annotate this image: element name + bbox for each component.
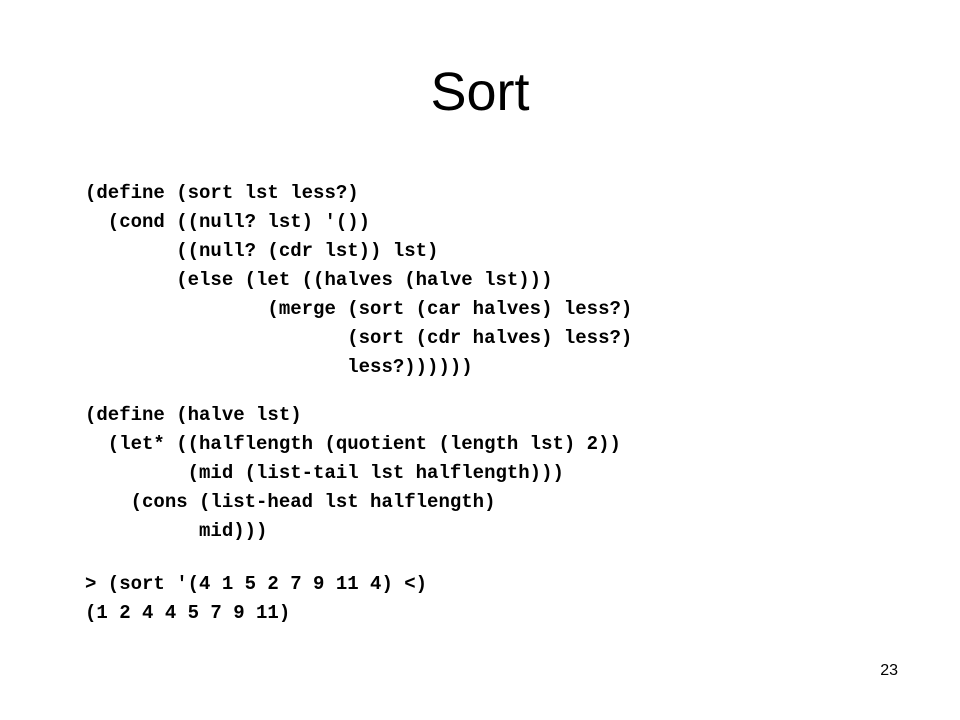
halve-function-code: (define (halve lst) (let* ((halflength (…	[85, 404, 621, 542]
slide-title: Sort	[430, 62, 530, 122]
repl-example-code: > (sort '(4 1 5 2 7 9 11 4) <) (1 2 4 4 …	[85, 573, 428, 624]
page-number: 23	[880, 662, 898, 679]
sort-function-code: (define (sort lst less?) (cond ((null? l…	[85, 182, 633, 378]
